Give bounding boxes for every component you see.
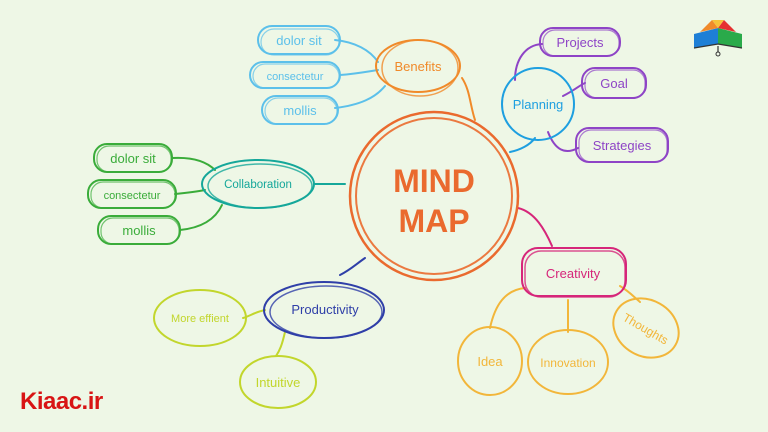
- leaf-creat-1[interactable]: Idea: [457, 326, 523, 396]
- branch-collaboration[interactable]: Collaboration: [201, 159, 315, 209]
- creativity-outline-a: [521, 247, 627, 297]
- leaf-outline-inner: [584, 69, 646, 99]
- center-ring-inner: [355, 117, 513, 275]
- leaf-label: Intuitive: [256, 375, 301, 390]
- connector-center-benefits: [461, 77, 476, 121]
- connector-creat-3: [619, 285, 641, 303]
- connector-collab-1: [171, 156, 216, 171]
- connector-benefits-2: [339, 69, 379, 76]
- leaf-collab-1[interactable]: dolor sit: [93, 143, 173, 173]
- connector-creat-1: [489, 287, 526, 329]
- leaf-collab-3[interactable]: mollis: [97, 215, 181, 245]
- center-title-line1: MIND: [393, 163, 475, 199]
- leaf-outline: [457, 326, 523, 396]
- center-title-line2: MAP: [398, 203, 469, 239]
- connector-benefits-1: [334, 39, 379, 63]
- leaf-benefits-3[interactable]: mollis: [261, 95, 339, 125]
- connector-collab-3: [179, 204, 223, 231]
- collaboration-outline-b: [207, 163, 313, 209]
- center-node[interactable]: MIND MAP: [348, 110, 520, 282]
- leaf-outline: [612, 297, 680, 359]
- branch-planning[interactable]: Planning: [501, 67, 575, 141]
- leaf-outline: [239, 355, 317, 409]
- leaf-label: mollis: [122, 223, 156, 238]
- productivity-label: Productivity: [291, 302, 359, 317]
- leaf-outline-inner: [542, 29, 620, 57]
- leaf-outline: [527, 329, 609, 395]
- leaf-planning-2[interactable]: Goal: [581, 67, 647, 99]
- leaf-outline-inner: [96, 145, 172, 173]
- leaf-label: Strategies: [593, 138, 652, 153]
- connector-center-creativity: [517, 207, 553, 247]
- leaf-label: consectetur: [267, 71, 324, 83]
- leaf-label: Idea: [477, 354, 503, 369]
- planning-outline: [501, 67, 575, 141]
- leaf-benefits-2[interactable]: consectetur: [249, 61, 341, 89]
- leaf-prod-2[interactable]: Intuitive: [239, 355, 317, 409]
- leaf-label: mollis: [283, 103, 317, 118]
- leaf-outline-inner: [578, 129, 668, 163]
- leaf-outline-inner: [264, 97, 338, 125]
- leaf-outline: [257, 25, 341, 55]
- benefits-outline-b: [381, 39, 459, 97]
- connector-planning-3: [547, 131, 579, 152]
- leaf-label: Innovation: [540, 356, 595, 370]
- productivity-outline-b: [269, 285, 383, 339]
- center-ring-outer: [348, 110, 520, 282]
- leaf-collab-2[interactable]: consectetur: [87, 179, 177, 209]
- connector-prod-2: [275, 331, 286, 357]
- leaf-planning-3[interactable]: Strategies: [575, 127, 669, 163]
- leaf-benefits-1[interactable]: dolor sit: [257, 25, 341, 56]
- branch-benefits[interactable]: Benefits: [375, 39, 461, 97]
- connectors: [171, 39, 641, 357]
- connector-planning-2: [562, 82, 586, 97]
- leaf-outline-inner: [100, 217, 180, 245]
- connector-prod-1: [242, 309, 266, 319]
- benefits-label: Benefits: [395, 59, 442, 74]
- leaf-creat-2[interactable]: Innovation: [527, 329, 609, 395]
- leaf-prod-1[interactable]: More effient: [153, 289, 247, 347]
- leaf-label: dolor sit: [276, 33, 322, 48]
- book-logo-icon: [693, 20, 743, 57]
- branch-creativity[interactable]: Creativity: [521, 247, 627, 298]
- leaf-label: consectetur: [104, 190, 161, 202]
- leaf-outline: [153, 289, 247, 347]
- collaboration-label: Collaboration: [224, 179, 292, 191]
- connector-collab-2: [174, 189, 206, 195]
- leaf-label: Goal: [600, 76, 628, 91]
- creativity-label: Creativity: [546, 266, 601, 281]
- branch-productivity[interactable]: Productivity: [263, 281, 385, 339]
- creativity-outline-b: [524, 250, 626, 298]
- site-logo: Kiaac.ir: [20, 388, 103, 415]
- leaf-label: More effient: [171, 313, 229, 325]
- leaf-label: Thoughts: [620, 310, 670, 347]
- connector-center-productivity: [339, 257, 366, 276]
- leaf-planning-1[interactable]: Projects: [539, 27, 621, 57]
- planning-label: Planning: [513, 97, 564, 112]
- connector-planning-1: [514, 43, 543, 81]
- leaf-label: Projects: [557, 35, 604, 50]
- connector-benefits-3: [334, 85, 386, 109]
- leaf-outline-inner: [252, 63, 340, 89]
- leaf-outline-inner: [260, 28, 340, 56]
- leaf-outline-inner: [90, 181, 176, 209]
- leaf-label: dolor sit: [110, 151, 156, 166]
- leaf-creat-3[interactable]: Thoughts: [603, 287, 690, 369]
